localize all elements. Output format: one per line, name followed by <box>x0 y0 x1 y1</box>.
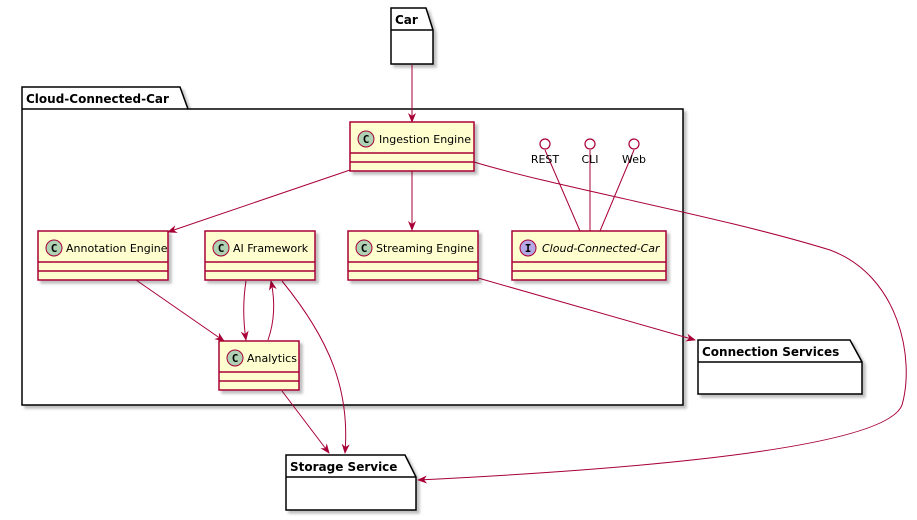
package-car-label: Car <box>395 13 418 27</box>
edge-ai-to-analytics <box>240 280 249 341</box>
edge-streaming-to-connection <box>477 277 696 342</box>
edge-annotation-to-analytics <box>135 279 225 342</box>
svg-text:C: C <box>51 242 58 255</box>
package-storage-service[interactable] <box>285 454 417 511</box>
class-stereotype-icon <box>355 239 373 257</box>
lollipop-web[interactable] <box>628 138 640 150</box>
class-streaming-engine[interactable]: C Streaming Engine <box>347 230 479 281</box>
edge-ingestion-to-annotation <box>167 169 351 233</box>
edge-analytics-to-storage <box>281 390 330 454</box>
svg-text:C: C <box>232 352 239 365</box>
interface-cloud-connected-car-label: Cloud-Connected-Car <box>542 242 661 255</box>
class-annotation-engine[interactable]: C Annotation Engine <box>37 230 169 281</box>
package-storage-service-label: Storage Service <box>290 460 397 474</box>
class-analytics[interactable]: C Analytics <box>218 340 300 391</box>
package-connection-services[interactable] <box>697 339 863 395</box>
edge-ai-to-storage <box>281 280 350 454</box>
lollipop-rest[interactable] <box>539 138 551 150</box>
class-streaming-engine-label: Streaming Engine <box>376 242 474 255</box>
class-stereotype-icon <box>226 349 244 367</box>
lollipop-cli-label: CLI <box>581 153 598 166</box>
class-stereotype-icon <box>357 130 375 148</box>
svg-text:C: C <box>363 133 370 146</box>
class-annotation-engine-label: Annotation Engine <box>66 242 168 255</box>
lollipop-cli[interactable] <box>584 138 596 150</box>
interface-stereotype-icon <box>519 239 537 257</box>
lollipop-links <box>544 149 635 232</box>
class-ai-framework-label: AI Framework <box>233 242 309 255</box>
class-ai-framework[interactable]: C AI Framework <box>204 230 316 281</box>
lollipop-web-label: Web <box>622 153 646 166</box>
package-car[interactable] <box>390 7 434 65</box>
interface-cloud-connected-car[interactable]: I Cloud-Connected-Car <box>511 230 667 281</box>
edge-analytics-to-ai <box>267 280 277 341</box>
svg-text:C: C <box>218 242 225 255</box>
class-ingestion-engine[interactable]: C Ingestion Engine <box>349 121 475 172</box>
edge-ingestion-to-storage <box>417 161 907 484</box>
class-stereotype-icon <box>212 239 230 257</box>
package-connection-services-label: Connection Services <box>702 345 839 359</box>
class-analytics-label: Analytics <box>247 352 297 365</box>
svg-text:I: I <box>525 242 532 255</box>
package-cloud-connected-car-label: Cloud-Connected-Car <box>26 92 169 106</box>
svg-text:C: C <box>361 242 368 255</box>
edges <box>135 65 907 484</box>
lollipop-rest-label: REST <box>531 153 560 166</box>
class-stereotype-icon <box>45 239 63 257</box>
class-ingestion-engine-label: Ingestion Engine <box>379 133 471 146</box>
